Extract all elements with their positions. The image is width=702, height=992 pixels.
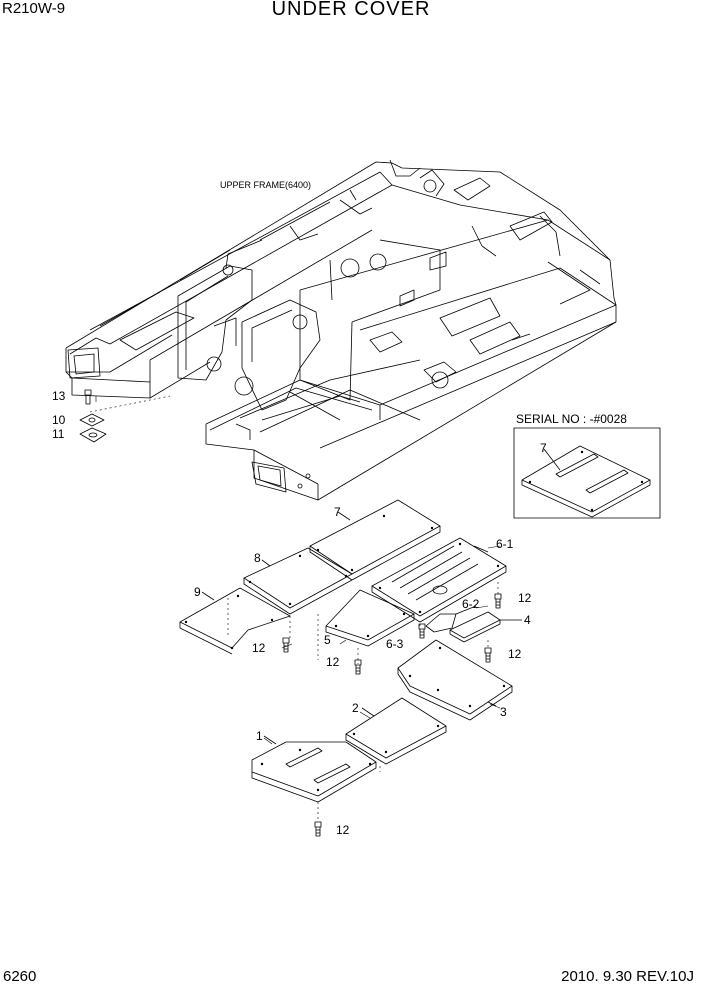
callout-12-e: 12 [336,823,350,837]
callout-13: 13 [52,389,66,403]
callout-11: 11 [52,427,65,441]
serial-number-panel [513,427,661,519]
callout-5: 5 [324,633,331,647]
callout-10: 10 [52,413,66,427]
model-number: R210W-9 [2,0,66,17]
cover-plate-4 [449,611,522,643]
cover-plate-6-1 [371,537,507,623]
cover-plate-9 [179,587,291,655]
callout-6-3: 6-3 [386,637,404,651]
callout-1: 1 [256,729,263,743]
callout-9: 9 [194,585,201,599]
bolt-12-group [282,593,502,837]
assembly-dashed-lines [89,395,499,820]
mount-holes [184,450,644,792]
page-number: 6260 [3,968,37,985]
cover-plate-7 [309,499,441,581]
callout-7: 7 [334,505,341,519]
callout-3: 3 [500,705,507,719]
cover-plate-2 [345,697,447,765]
callout-8: 8 [254,551,261,565]
callout-12-d: 12 [508,647,522,661]
callout-4: 4 [524,613,531,627]
page-title: UNDER COVER [271,0,431,20]
cover-plate-5 [325,589,415,647]
serial-box-part-callout: 7 [540,441,547,455]
callout-12-a: 12 [518,591,532,605]
serial-number-label: SERIAL NO : -#0028 [516,412,627,426]
plate-11 [79,427,107,443]
plate-10 [79,413,105,427]
upper-frame-label: UPPER FRAME(6400) [220,180,311,190]
cover-plate-1 [251,735,377,803]
cover-plate-3 [397,639,513,721]
revision-date: 2010. 9.30 REV.10J [561,968,694,985]
callout-12-b: 12 [252,641,266,655]
cover-plate-6-2 [425,605,477,633]
callout-2: 2 [352,701,359,715]
upper-frame-drawing [65,159,617,501]
cover-plate-8 [243,547,353,615]
callout-12-c: 12 [326,655,340,669]
callout-6-2: 6-2 [462,597,480,611]
callout-6-1: 6-1 [496,537,514,551]
bolt-13 [84,389,92,405]
